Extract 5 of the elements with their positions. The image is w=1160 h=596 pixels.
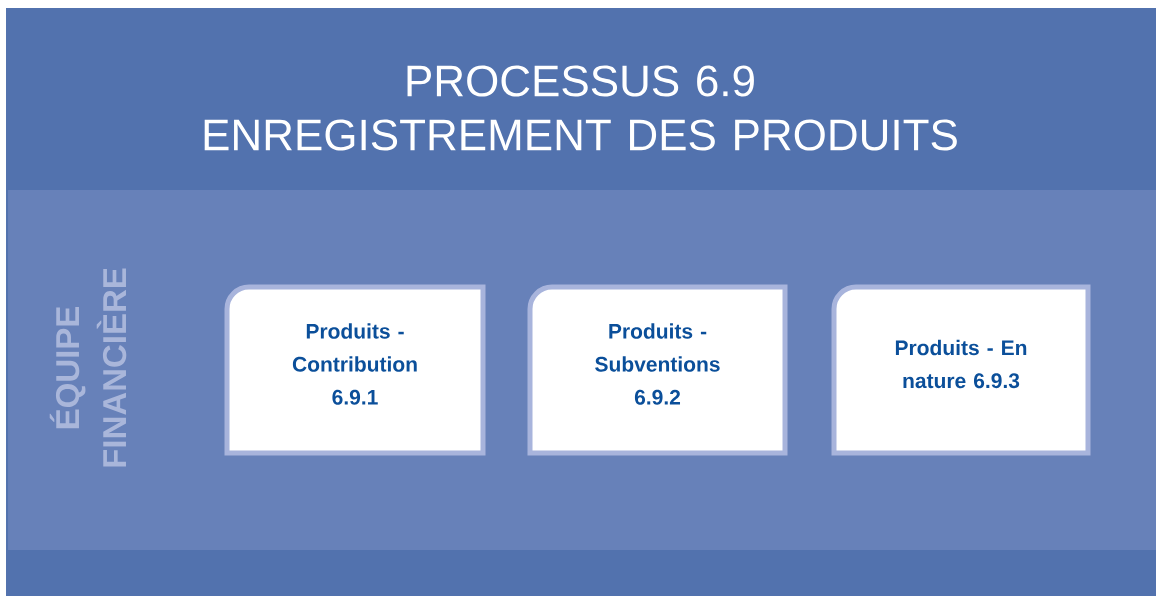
process-box: Produits - Contribution 6.9.1 [224, 284, 486, 456]
process-box: Produits - Subventions 6.9.2 [527, 284, 788, 456]
process-box: Produits - En nature 6.9.3 [831, 284, 1091, 456]
title: PROCESSUS 6.9 ENREGISTREMENT DES PRODUITS [204, 65, 957, 151]
lane-label: ÉQUIPE FINANCIÈRE [49, 268, 127, 467]
